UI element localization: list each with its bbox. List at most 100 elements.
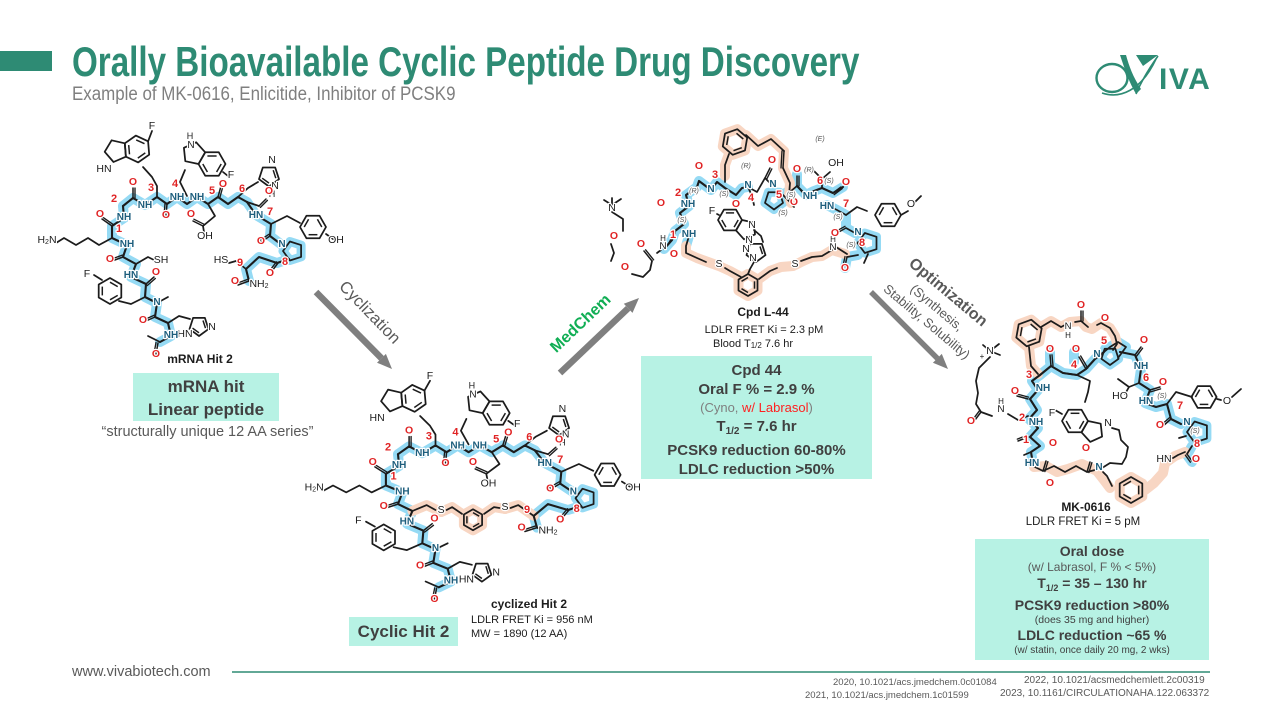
- svg-text:(R): (R): [804, 167, 814, 174]
- svg-text:O: O: [841, 262, 849, 274]
- svg-text:N: N: [854, 227, 861, 238]
- svg-text:O: O: [1046, 477, 1054, 489]
- svg-text:NH: NH: [138, 200, 152, 211]
- svg-text:O: O: [546, 482, 554, 494]
- svg-text:O: O: [504, 427, 512, 439]
- svg-text:H: H: [998, 397, 1004, 406]
- svg-text:+: +: [980, 352, 985, 361]
- svg-text:2: 2: [675, 187, 681, 199]
- svg-text:O: O: [265, 185, 273, 197]
- svg-text:9: 9: [524, 504, 530, 516]
- svg-text:OH: OH: [828, 157, 844, 169]
- svg-text:(S): (S): [778, 210, 787, 217]
- svg-text:3: 3: [712, 169, 718, 181]
- svg-text:O: O: [139, 314, 147, 326]
- svg-text:mRNA Hit 2: mRNA Hit 2: [167, 352, 233, 366]
- svg-text:HN: HN: [370, 412, 385, 424]
- svg-text:N: N: [744, 180, 751, 191]
- svg-text:6: 6: [817, 175, 823, 187]
- svg-text:(R): (R): [689, 188, 699, 195]
- svg-text:NH2: NH2: [249, 278, 268, 290]
- svg-text:O: O: [1082, 442, 1090, 454]
- svg-text:O: O: [1072, 343, 1080, 355]
- svg-text:NH: NH: [117, 212, 131, 223]
- svg-text:N: N: [742, 243, 750, 255]
- svg-text:HO: HO: [1112, 390, 1128, 402]
- svg-text:cyclized Hit 2: cyclized Hit 2: [491, 597, 567, 611]
- svg-text:H2N: H2N: [37, 234, 56, 246]
- svg-text:O: O: [657, 197, 665, 209]
- svg-text:HN: HN: [1025, 458, 1039, 469]
- svg-text:NH: NH: [120, 239, 134, 250]
- svg-text:O: O: [380, 500, 388, 512]
- svg-text:6: 6: [1143, 372, 1149, 384]
- svg-text:N: N: [769, 179, 776, 190]
- svg-text:Blood T1/2 7.6 hr: Blood T1/2 7.6 hr: [713, 338, 793, 350]
- svg-text:H: H: [187, 131, 194, 141]
- svg-text:N: N: [562, 429, 570, 441]
- svg-text:2: 2: [111, 193, 117, 205]
- svg-text:N: N: [1065, 321, 1072, 332]
- svg-text:O: O: [231, 275, 239, 287]
- svg-text:O: O: [1011, 385, 1019, 397]
- svg-text:N: N: [1095, 462, 1102, 473]
- svg-text:8: 8: [1194, 438, 1200, 450]
- svg-text:N: N: [748, 219, 756, 231]
- svg-text:HN: HN: [96, 163, 111, 175]
- svg-text:F: F: [355, 515, 361, 527]
- svg-text:NH: NH: [1134, 361, 1148, 372]
- svg-text:NH: NH: [164, 330, 178, 341]
- svg-text:O: O: [430, 513, 438, 525]
- svg-text:N: N: [271, 180, 279, 192]
- svg-text:H: H: [469, 381, 476, 391]
- svg-text:F: F: [514, 418, 520, 430]
- svg-text:6: 6: [526, 432, 532, 444]
- svg-text:NH: NH: [472, 440, 486, 451]
- svg-text:O: O: [907, 198, 915, 210]
- svg-text:OH: OH: [328, 234, 344, 246]
- svg-text:O: O: [1140, 334, 1148, 346]
- svg-text:F: F: [84, 268, 90, 280]
- svg-text:HN: HN: [820, 201, 834, 212]
- svg-text:N: N: [659, 241, 666, 252]
- svg-text:O: O: [162, 209, 170, 221]
- svg-text:N: N: [997, 404, 1004, 415]
- svg-text:(E): (E): [815, 136, 824, 143]
- svg-text:(S): (S): [846, 242, 855, 249]
- svg-text:O: O: [106, 253, 114, 265]
- svg-text:(S): (S): [824, 178, 833, 185]
- svg-text:N: N: [153, 297, 160, 308]
- svg-text:N: N: [570, 486, 577, 497]
- svg-text:O: O: [1101, 312, 1109, 324]
- svg-text:F: F: [1049, 407, 1055, 419]
- svg-text:4: 4: [172, 178, 179, 190]
- svg-text:N: N: [829, 242, 836, 253]
- svg-text:NH: NH: [170, 192, 184, 203]
- svg-text:7: 7: [267, 206, 273, 218]
- svg-text:O: O: [518, 522, 526, 534]
- svg-text:HN: HN: [537, 458, 551, 469]
- svg-text:5: 5: [1101, 335, 1107, 347]
- svg-text:Cpd L-44: Cpd L-44: [737, 305, 789, 319]
- svg-text:O: O: [1077, 299, 1085, 311]
- svg-text:N: N: [1093, 349, 1100, 360]
- svg-text:LDLR FRET Ki = 2.3 pM: LDLR FRET Ki = 2.3 pM: [705, 324, 824, 336]
- svg-text:O: O: [129, 176, 137, 188]
- svg-text:4: 4: [1071, 359, 1078, 371]
- svg-text:N: N: [559, 403, 567, 415]
- svg-text:O: O: [152, 348, 160, 360]
- svg-text:HN: HN: [177, 328, 192, 340]
- svg-text:NH: NH: [444, 575, 458, 586]
- svg-text:8: 8: [282, 256, 288, 268]
- svg-text:O: O: [416, 560, 424, 572]
- svg-text:O: O: [556, 514, 564, 526]
- svg-text:MW = 1890 (12 AA): MW = 1890 (12 AA): [471, 628, 567, 640]
- svg-text:H: H: [1065, 331, 1071, 340]
- svg-text:5: 5: [493, 433, 499, 445]
- svg-text:HN: HN: [1139, 396, 1153, 407]
- svg-text:O: O: [96, 208, 104, 220]
- svg-text:NH: NH: [1036, 383, 1050, 394]
- svg-text:NH: NH: [682, 229, 696, 240]
- svg-text:O: O: [1046, 343, 1054, 355]
- svg-text:N: N: [986, 345, 994, 357]
